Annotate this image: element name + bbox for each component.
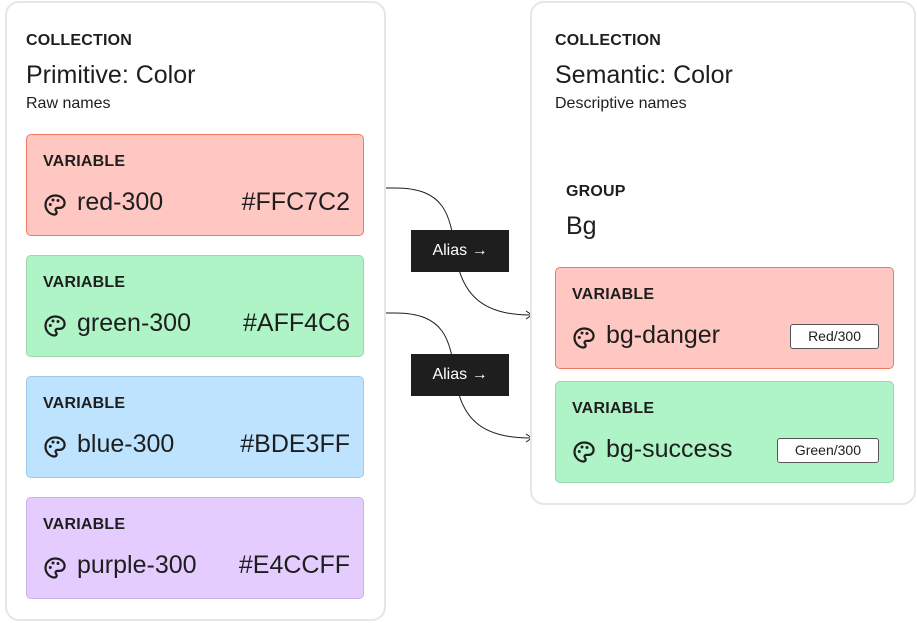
collection-eyebrow: COLLECTION — [26, 32, 132, 49]
collection-title: Semantic: Color — [555, 61, 733, 89]
variable-eyebrow: VARIABLE — [572, 286, 655, 303]
collection-subtitle: Raw names — [26, 95, 111, 112]
variable-eyebrow: VARIABLE — [43, 395, 126, 412]
variable-value: #E4CCFF — [238, 551, 350, 579]
palette-icon — [44, 194, 66, 216]
group-eyebrow: GROUP — [566, 183, 626, 200]
variable-eyebrow: VARIABLE — [43, 274, 126, 291]
variable-card-bg-danger[interactable]: VARIABLE bg-danger Red/300 — [555, 267, 894, 369]
alias-label-danger: Alias → — [411, 230, 509, 272]
variable-eyebrow: VARIABLE — [43, 153, 126, 170]
collection-title: Primitive: Color — [26, 61, 196, 89]
palette-icon — [44, 436, 66, 458]
primitive-collection-panel: COLLECTION Primitive: Color Raw names VA… — [5, 1, 386, 621]
variable-value: #AFF4C6 — [243, 309, 350, 337]
variable-card-blue-300[interactable]: VARIABLE blue-300 #BDE3FF — [26, 376, 364, 478]
variable-value: #FFC7C2 — [241, 188, 350, 216]
palette-icon — [573, 327, 595, 349]
variable-name: purple-300 — [77, 551, 197, 579]
semantic-collection-panel: COLLECTION Semantic: Color Descriptive n… — [530, 1, 916, 505]
variable-name: bg-danger — [606, 321, 720, 349]
variable-card-green-300[interactable]: VARIABLE green-300 #AFF4C6 — [26, 255, 364, 357]
palette-icon — [573, 441, 595, 463]
variable-name: green-300 — [77, 309, 191, 337]
variable-name: bg-success — [606, 435, 733, 463]
variable-card-red-300[interactable]: VARIABLE red-300 #FFC7C2 — [26, 134, 364, 236]
alias-chip[interactable]: Red/300 — [790, 324, 879, 349]
variable-card-purple-300[interactable]: VARIABLE purple-300 #E4CCFF — [26, 497, 364, 599]
variable-eyebrow: VARIABLE — [572, 400, 655, 417]
alias-label-success: Alias → — [411, 354, 509, 396]
palette-icon — [44, 315, 66, 337]
collection-eyebrow: COLLECTION — [555, 32, 661, 49]
collection-subtitle: Descriptive names — [555, 95, 687, 112]
palette-icon — [44, 557, 66, 579]
alias-chip[interactable]: Green/300 — [776, 438, 879, 463]
variable-name: red-300 — [77, 188, 164, 216]
variable-eyebrow: VARIABLE — [43, 516, 126, 533]
variable-name: blue-300 — [77, 430, 175, 458]
variable-value: #BDE3FF — [240, 430, 350, 458]
group-name[interactable]: Bg — [566, 212, 597, 240]
variable-card-bg-success[interactable]: VARIABLE bg-success Green/300 — [555, 381, 894, 483]
